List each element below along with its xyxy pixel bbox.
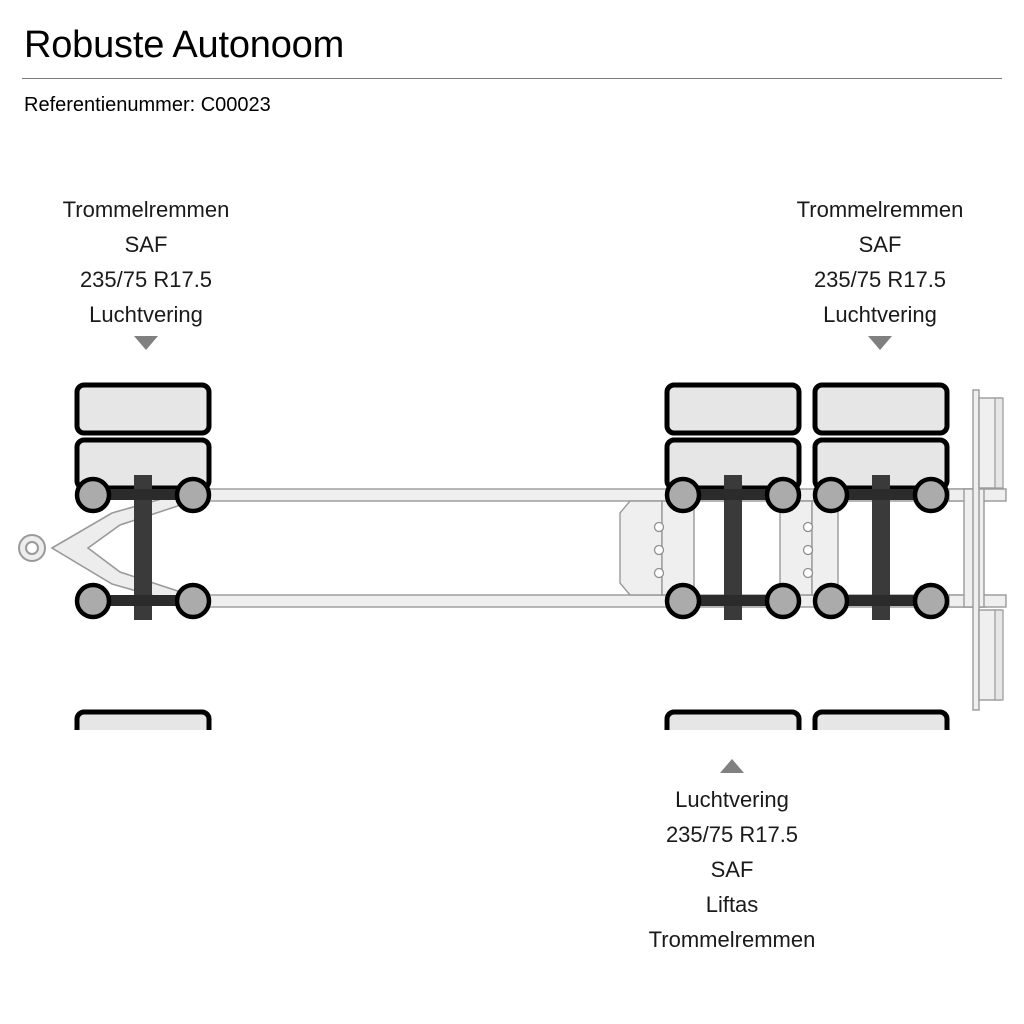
callout-bottom-line-5: Trommelremmen (648, 927, 816, 952)
hub-left (664, 476, 702, 514)
callout-left-line-1: Trommelremmen (62, 197, 230, 222)
callout-bottom-marker (592, 755, 872, 775)
callout-right-line-3: 235/75 R17.5 (813, 267, 947, 292)
trailer-diagram (0, 370, 1024, 730)
axle-group-front (77, 385, 209, 730)
hub-right (174, 476, 212, 514)
triangle-up-icon (720, 759, 744, 773)
callout-right-line-4: Luchtvering (823, 302, 937, 327)
tow-eye-inner (25, 541, 39, 555)
page-title: Robuste Autonoom (24, 24, 345, 66)
callout-right-axle: Trommelremmen SAF 235/75 R17.5 Luchtveri… (744, 192, 1016, 350)
triangle-down-icon (868, 336, 892, 350)
callout-bottom-line-3: SAF (710, 857, 754, 882)
hub-left (74, 476, 112, 514)
hub-left (812, 582, 850, 620)
axle-beam (134, 475, 152, 620)
hub-right (764, 582, 802, 620)
title-divider (22, 78, 1002, 79)
hub-right (912, 476, 950, 514)
hub-left (812, 476, 850, 514)
hub-left (664, 582, 702, 620)
callout-right-line-2: SAF (858, 232, 902, 257)
axle-beam (724, 475, 742, 620)
callout-bottom-line-2: 235/75 R17.5 (665, 822, 799, 847)
reference-number: Referentienummer: C00023 (24, 94, 271, 116)
axle-group-rear-1 (667, 385, 799, 730)
callout-bottom-axle: Luchtvering 235/75 R17.5 SAF Liftas Trom… (592, 782, 872, 957)
hub-left (74, 582, 112, 620)
axle-beam (872, 475, 890, 620)
hub-right (764, 476, 802, 514)
callout-bottom-line-4: Liftas (705, 892, 759, 917)
page-header: Robuste Autonoom Referentienummer: C0002… (0, 0, 1024, 130)
callout-right-line-1: Trommelremmen (796, 197, 964, 222)
axle-group-rear-2 (815, 385, 947, 730)
hub-right (912, 582, 950, 620)
callout-bottom-line-1: Luchtvering (675, 787, 789, 812)
rear-bumper-assembly (948, 389, 1007, 711)
callout-left-line-2: SAF (124, 232, 168, 257)
rear-vertical-post (972, 389, 980, 711)
callout-left-axle: Trommelremmen SAF 235/75 R17.5 Luchtveri… (12, 192, 280, 350)
callout-left-line-4: Luchtvering (89, 302, 203, 327)
hub-right (174, 582, 212, 620)
triangle-down-icon (134, 336, 158, 350)
callout-left-line-3: 235/75 R17.5 (79, 267, 213, 292)
tire-pair-upper (77, 385, 209, 488)
